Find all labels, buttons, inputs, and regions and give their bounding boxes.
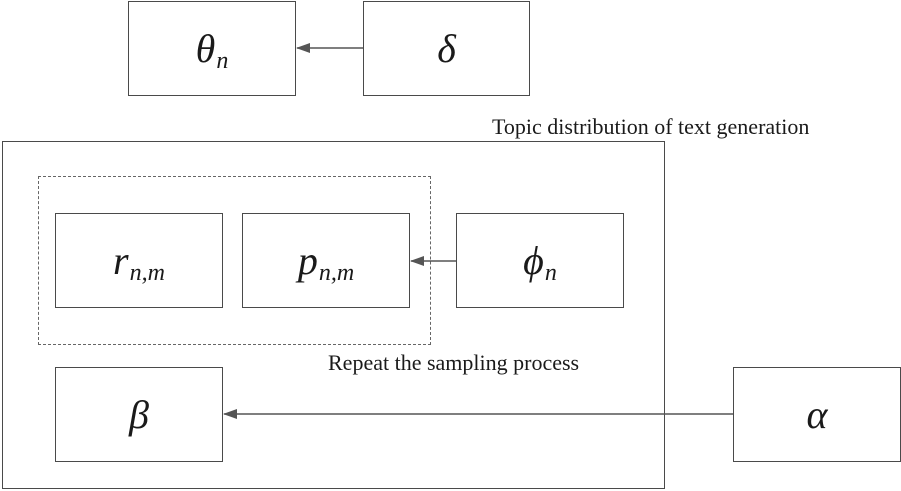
r-symbol: r (113, 237, 129, 283)
topic-distribution-frame (2, 141, 665, 489)
node-delta: δ (363, 1, 530, 96)
node-beta: β (55, 367, 223, 462)
r-subscript: n,m (129, 259, 165, 286)
theta-subscript: n (216, 47, 229, 74)
phi-symbol: ϕ (523, 237, 544, 283)
alpha-symbol: α (806, 391, 828, 437)
p-subscript: n,m (318, 259, 355, 286)
phi-subscript: n (544, 259, 557, 286)
sampling-process-caption: Repeat the sampling process (328, 350, 580, 375)
beta-symbol: β (129, 391, 149, 437)
node-alpha: α (733, 367, 901, 462)
delta-symbol: δ (437, 25, 456, 71)
p-symbol: p (297, 237, 318, 283)
theta-symbol: θ (195, 25, 216, 71)
topic-distribution-caption: Topic distribution of text generation (492, 114, 810, 139)
